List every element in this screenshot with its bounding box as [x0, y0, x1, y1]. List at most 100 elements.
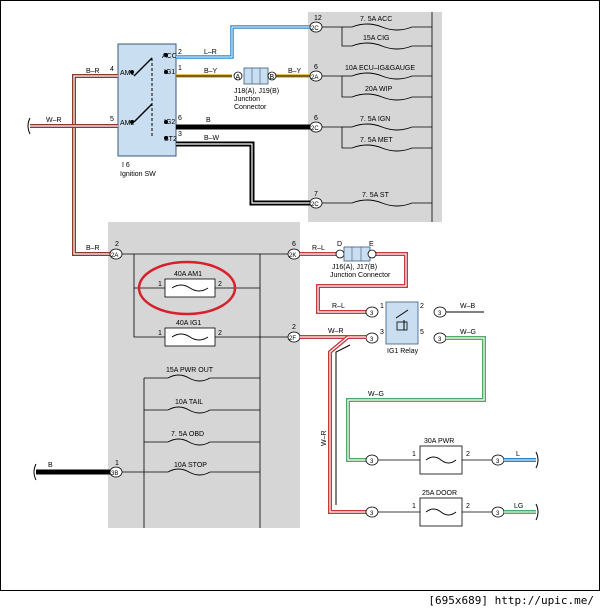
top-fuse-label-6: 7. 5A MET [360, 137, 393, 144]
top-fuse-label-7: 7. 5A ST [362, 192, 390, 199]
junction-1-b: B [270, 74, 275, 81]
junction-2-e: E [369, 241, 374, 248]
wire-label-b-left: B [48, 462, 53, 469]
out-conn-1: 3 [496, 459, 500, 465]
conn-2k-pin: 6 [292, 241, 296, 248]
wire-label-lg: LG [514, 503, 523, 510]
wire-label-w-r-1: W–R [46, 117, 62, 124]
relay-pin-2: 2 [420, 303, 424, 310]
switch-code: I 6 [122, 162, 130, 169]
wire-label-w-g-2: W–G [368, 391, 384, 398]
conn-2a: 2A [111, 253, 118, 259]
wire-st2 [176, 141, 310, 206]
highlight-circle [137, 260, 237, 316]
bottom-fuse-label-3: 15A PWR OUT [166, 367, 214, 374]
conn-3b: 3B [111, 471, 118, 477]
top-connector-code-3: 2A [311, 75, 318, 81]
image-footer: [695x689] http://upic.me/ [0, 591, 600, 612]
top-fuse-label-2: 15A CIG [363, 35, 389, 42]
wire-label-b-y-1: B–Y [204, 68, 218, 75]
switch-pin-st2: 3 [178, 131, 182, 138]
right-conn-1: 3 [370, 459, 374, 465]
top-fuse-label-5: 7. 5A IGN [360, 116, 390, 123]
bottom-fuse-symbol-3 [167, 374, 211, 382]
top-fuse-label-1: 7. 5A ACC [360, 16, 392, 23]
conn-3b-pin: 1 [115, 460, 119, 467]
switch-terminal-am1: AM1 [120, 70, 135, 77]
bottom-fuse-symbol-5 [167, 438, 211, 446]
engine-fuse-group: 2C 12 2A 6 2C 6 2C 7 7. 5A ACC 15A CIG 1… [309, 12, 433, 222]
door-pin-2: 2 [466, 503, 470, 510]
fuse-ig1-pin-1: 1 [158, 330, 162, 337]
junction-1-a: A [236, 74, 241, 81]
top-connector-code-1: 2C [311, 26, 319, 32]
conn-2f: 2F [289, 336, 296, 342]
junction-2-d: D [337, 241, 342, 248]
top-fuse-symbol-4 [351, 93, 413, 101]
right-fuse-label-1: 30A PWR [424, 438, 454, 445]
cabin-fuse-panel [108, 222, 300, 528]
wire-w-g [346, 336, 486, 462]
bottom-fuse-symbol-4 [167, 406, 211, 414]
wire-label-l: L [516, 451, 520, 458]
bottom-fuse-symbol-6 [167, 468, 211, 476]
junction-2-label: J16(A), J17(B) [332, 264, 377, 271]
junction-2-body [343, 246, 371, 262]
junction-2-sub: Junction Connector [330, 272, 391, 279]
top-connector-pin-4: 6 [314, 115, 318, 122]
junction-1-label: J18(A), J19(B) [234, 88, 279, 95]
fuse-ig1-pin-2: 2 [218, 330, 222, 337]
engine-fuse-panel [308, 12, 442, 222]
top-connector-pin-3: 6 [314, 64, 318, 71]
wire-label-w-r-2: W–R [328, 328, 344, 335]
switch-pin-am2: 5 [110, 116, 114, 123]
junction-1-sub: Junction [234, 96, 260, 103]
switch-pin-acc: 2 [178, 49, 182, 56]
relay-conn-1: 3 [438, 311, 442, 317]
conn-2k: 2K [289, 253, 296, 259]
fuse-am1-pin-1: 1 [158, 281, 162, 288]
switch-terminal-st2: ST2 [164, 136, 177, 143]
right-fuse-symbol-1 [425, 456, 457, 464]
wire-label-w-r-3: W–R [321, 430, 328, 446]
wire-label-w-b: W–B [460, 303, 476, 310]
junction-1-body [243, 67, 269, 85]
pwr-pin-1: 1 [412, 451, 416, 458]
bottom-fuse-label-5: 7. 5A OBD [171, 431, 204, 438]
right-fuse-label-2: 25A DOOR [422, 490, 457, 497]
door-pin-1: 1 [412, 503, 416, 510]
switch-contact-1 [133, 57, 153, 77]
wire-label-r-l-1: R–L [312, 245, 325, 252]
fuse-am1-pin-2: 2 [218, 281, 222, 288]
relay-conn-2: 3 [438, 337, 442, 343]
switch-terminal-ig1: IG1 [164, 69, 175, 76]
conn-2f-pin: 2 [292, 324, 296, 331]
right-fuse-symbol-2 [425, 508, 457, 516]
right-conn-2: 3 [370, 511, 374, 517]
pwr-pin-2: 2 [466, 451, 470, 458]
relay-pin-1: 1 [380, 303, 384, 310]
top-fuse-symbol-1 [351, 23, 413, 31]
top-connector-code-4: 2C [311, 126, 319, 132]
switch-contact-2 [133, 103, 153, 123]
top-fuse-symbol-6 [351, 144, 413, 152]
out-conn-2: 3 [496, 511, 500, 517]
relay-pin-5: 5 [420, 329, 424, 336]
switch-name: Ignition SW [120, 171, 156, 178]
top-fuse-symbol-2 [351, 42, 413, 50]
top-connector-pin-6: 7 [314, 191, 318, 198]
top-fuse-symbol-7 [351, 199, 413, 207]
relay-conn-3: 3 [370, 311, 374, 317]
footer-text: [695x689] http://upic.me/ [428, 594, 594, 607]
switch-pin-ig2: 6 [178, 115, 182, 122]
bottom-fuse-label-6: 10A STOP [174, 462, 207, 469]
wire-label-l-r: L–R [204, 49, 217, 56]
junction-1-sub2: Connector [234, 104, 267, 111]
relay-conn-4: 3 [370, 337, 374, 343]
wire-label-r-l-2: R–L [332, 303, 345, 310]
relay-name: IG1 Relay [387, 348, 419, 355]
cabin-fuse-group: 2A 2 2K 6 2F 2 3B 1 B 40A AM1 40A IG1 15… [36, 241, 301, 528]
wire-label-b-w: B–W [204, 135, 220, 142]
top-connector-code-6: 2C [311, 202, 319, 208]
